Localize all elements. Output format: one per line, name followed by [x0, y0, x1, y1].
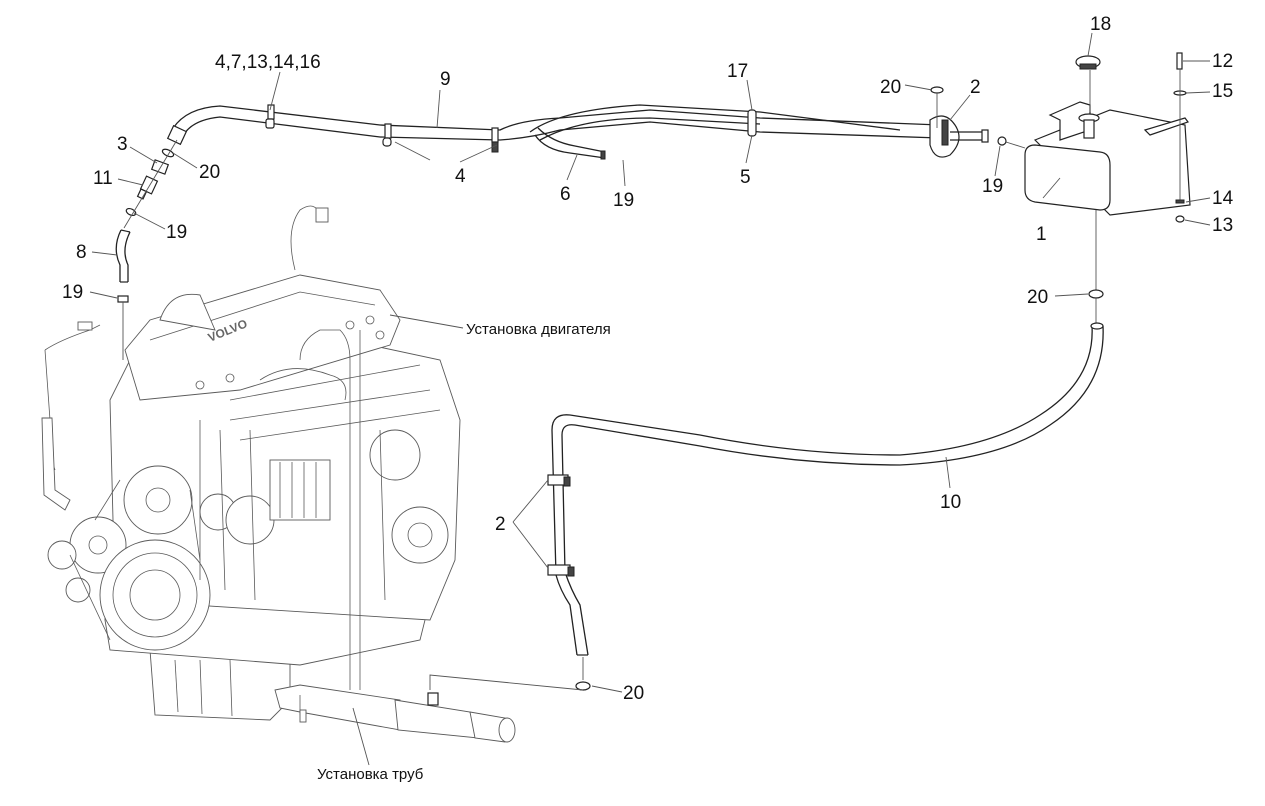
callout-20: 20: [623, 683, 644, 704]
callout-4: 4: [455, 166, 466, 187]
callout-5: 5: [740, 167, 751, 188]
callout-10: 10: [940, 492, 961, 513]
callout-20: 20: [1027, 287, 1048, 308]
callout-18: 18: [1090, 14, 1111, 35]
callout-2: 2: [970, 77, 981, 98]
callout-14: 14: [1212, 188, 1234, 209]
callout-2: 2: [495, 514, 506, 535]
lower-hose-10: [429, 322, 1104, 691]
callout-15: 15: [1212, 81, 1233, 102]
callout-8: 8: [76, 242, 87, 263]
upper-hoses: [166, 86, 989, 160]
callout-11: 11: [93, 168, 113, 189]
hose-clamp: [265, 104, 275, 129]
callout-12: 12: [1212, 51, 1233, 72]
callout-4-7-13-14-16: 4,7,13,14,16: [215, 52, 321, 73]
callout-19: 19: [62, 282, 83, 303]
callout-labels: 4,7,13,14,16 9 17 20 2 18 12 15 3 20 11 …: [62, 14, 1234, 704]
callout-20: 20: [880, 77, 901, 98]
engine-assembly: VOLVO: [41, 205, 461, 721]
callout-13: 13: [1212, 215, 1233, 236]
pipe-assembly-label: Установка труб: [317, 766, 423, 783]
callout-19: 19: [613, 190, 634, 211]
callout-20: 20: [199, 162, 220, 183]
callout-19: 19: [166, 222, 187, 243]
hose-clamp-17: [747, 109, 757, 137]
pipe-assembly: [274, 684, 516, 743]
expansion-tank: [997, 52, 1191, 325]
hose-clamp: [491, 127, 499, 153]
callout-3: 3: [117, 134, 128, 155]
callout-9: 9: [440, 69, 451, 90]
left-fitting-stack: [115, 139, 178, 360]
hose-clamp: [382, 123, 392, 147]
callout-1: 1: [1036, 224, 1047, 245]
leader-lines: [89, 32, 1211, 766]
callout-6: 6: [560, 184, 571, 205]
engine-assembly-label: Установка двигателя: [466, 321, 611, 338]
callout-19: 19: [982, 176, 1003, 197]
callout-17: 17: [727, 61, 748, 82]
